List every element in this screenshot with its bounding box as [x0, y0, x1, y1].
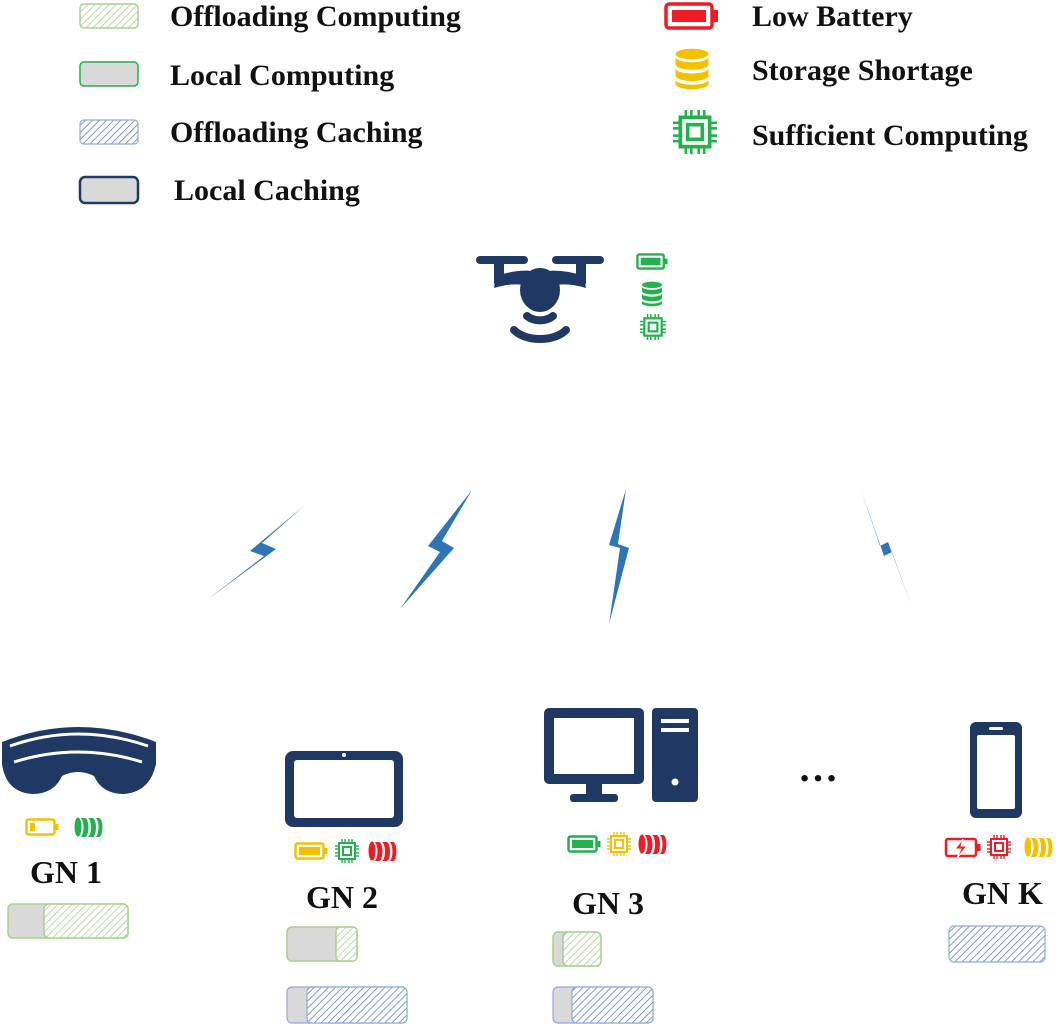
gn3-offloading-caching — [571, 986, 654, 1024]
legend-sufficient-computing: Sufficient Computing — [752, 119, 1028, 152]
gnk-charging-battery-icon — [944, 837, 981, 859]
gn2-computing-bar — [286, 926, 358, 962]
gn3-chip-icon — [607, 832, 631, 856]
local-caching-swatch — [78, 175, 140, 205]
tablet-icon — [285, 751, 403, 827]
gn1-computing-bar — [7, 903, 129, 939]
gn3-label: GN 3 — [572, 885, 644, 921]
gnk-label: GN K — [962, 875, 1043, 911]
gn2-chip-icon — [335, 839, 359, 863]
gn2-label: GN 2 — [306, 879, 378, 915]
legend-storage-shortage: Storage Shortage — [752, 54, 973, 87]
legend-right: Low Battery Storage Shortage Sufficient … — [664, 0, 1028, 154]
legend-offloading-caching: Offloading Caching — [170, 116, 423, 149]
uav-battery-icon — [636, 253, 668, 270]
gn2-caching-bar — [286, 986, 408, 1024]
low-battery-icon — [664, 2, 718, 30]
gnk-storage-icon — [1024, 837, 1053, 857]
gnk: GN K — [944, 722, 1053, 963]
uav-chip-icon — [640, 314, 666, 340]
lightning-icon-gn3 — [609, 489, 629, 624]
vr-headset-icon — [2, 727, 156, 794]
lightning-icon-gnk — [860, 487, 914, 613]
legend-left: Offloading Computing Local Computing Off… — [78, 0, 461, 207]
gn1-battery-icon — [25, 818, 59, 836]
uav — [476, 253, 668, 344]
sufficient-computing-icon — [673, 110, 717, 154]
gn1: GN 1 — [2, 727, 156, 939]
gnk-offloading-caching — [948, 925, 1046, 963]
legend-low-battery: Low Battery — [752, 0, 913, 33]
drone-icon — [476, 256, 604, 344]
ellipsis: … — [798, 745, 838, 790]
gn3-computing-bar — [552, 931, 602, 967]
local-computing-swatch — [79, 61, 139, 87]
gn1-storage-icon — [74, 817, 103, 837]
desktop-computer-icon — [544, 708, 698, 802]
gn3-storage-icon — [638, 834, 667, 854]
gnk-chip-icon — [987, 835, 1011, 859]
legend-local-caching: Local Caching — [174, 174, 360, 207]
lightning-icon-gn2 — [400, 490, 472, 609]
wireless-links — [207, 487, 914, 624]
gn1-label: GN 1 — [30, 854, 102, 890]
gn3-battery-icon — [567, 835, 601, 853]
gn3-caching-bar — [552, 986, 654, 1024]
legend-offloading-computing: Offloading Computing — [170, 0, 461, 33]
gnk-caching-bar — [948, 925, 1046, 963]
gn1-offloading-computing — [43, 903, 129, 939]
gn2-battery-icon — [294, 842, 328, 860]
storage-shortage-icon — [675, 48, 709, 90]
offloading-caching-swatch — [79, 119, 139, 145]
gn2-offloading-computing — [335, 926, 358, 962]
lightning-icon-gn1 — [207, 505, 305, 600]
gn2-offloading-caching — [306, 986, 408, 1024]
gn3-offloading-computing — [562, 931, 602, 967]
offloading-computing-swatch — [79, 3, 139, 29]
uav-storage-icon — [641, 281, 663, 307]
smartphone-icon — [970, 722, 1022, 818]
gn3: GN 3 — [544, 708, 698, 1024]
gn2: GN 2 — [285, 751, 408, 1024]
legend-local-computing: Local Computing — [170, 59, 394, 92]
gn2-storage-icon — [368, 841, 397, 861]
